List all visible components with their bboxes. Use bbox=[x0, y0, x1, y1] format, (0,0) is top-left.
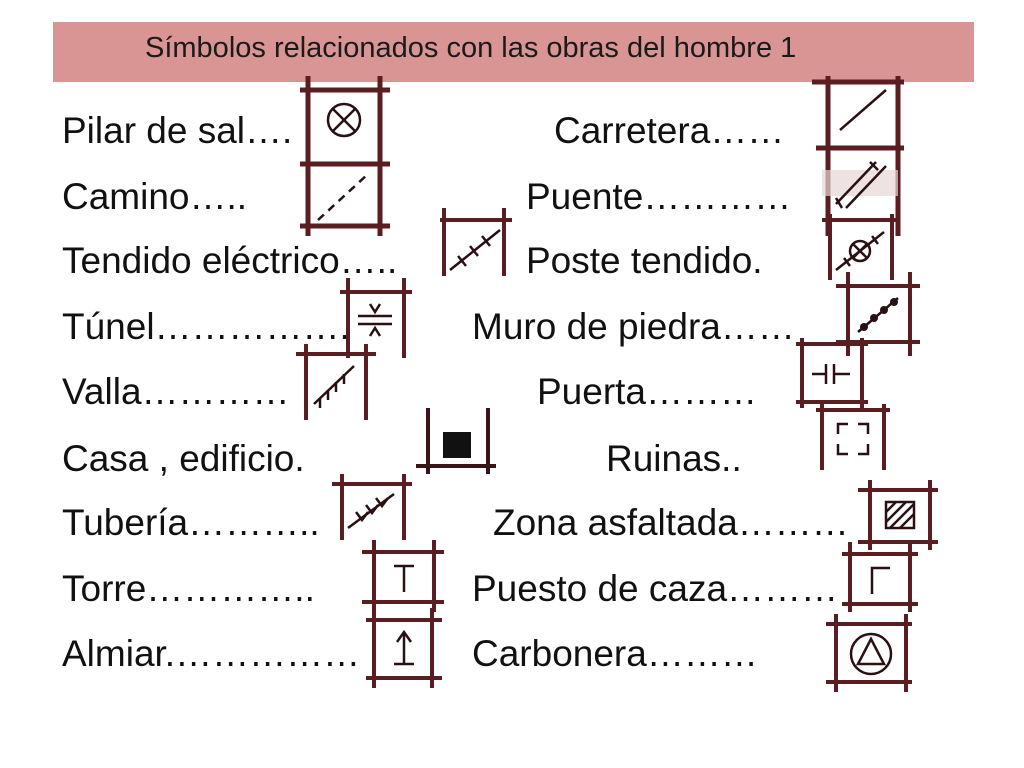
paved-area-icon bbox=[858, 480, 938, 550]
power-line-icon bbox=[440, 208, 512, 276]
hunting-post-icon bbox=[842, 542, 918, 612]
label-path: Camino….. bbox=[62, 176, 248, 217]
label-power-pole: Poste tendido. bbox=[526, 240, 763, 281]
fence-icon bbox=[296, 344, 376, 420]
haystack-icon bbox=[366, 608, 442, 688]
house-building-icon bbox=[416, 408, 496, 474]
label-fence: Valla………… bbox=[62, 371, 290, 412]
label-tunnel: Túnel……………. bbox=[62, 306, 350, 347]
label-charcoal-kiln: Carbonera……… bbox=[472, 633, 758, 674]
label-paved-area: Zona asfaltada……… bbox=[493, 502, 849, 543]
slide-title: Símbolos relacionados con las obras del … bbox=[145, 32, 797, 64]
label-haystack: Almiar.…………… bbox=[62, 633, 361, 674]
bridge-icon bbox=[822, 152, 898, 214]
gate-icon bbox=[796, 338, 868, 408]
label-ruins: Ruinas.. bbox=[606, 438, 742, 479]
path-icon bbox=[312, 170, 372, 226]
label-salt-pillar: Pilar de sal…. bbox=[62, 110, 293, 151]
label-bridge: Puente………… bbox=[526, 176, 792, 217]
power-pole-icon bbox=[822, 214, 898, 280]
label-house-building: Casa , edificio. bbox=[62, 438, 305, 479]
label-hunting-post: Puesto de caza……… bbox=[472, 568, 839, 609]
label-road: Carretera…… bbox=[554, 110, 785, 151]
label-power-line: Tendido eléctrico….. bbox=[62, 240, 398, 281]
pipeline-icon bbox=[332, 474, 412, 540]
label-pipeline: Tubería……….. bbox=[62, 502, 320, 543]
label-stone-wall: Muro de piedra…… bbox=[472, 306, 795, 347]
salt-pillar-icon bbox=[300, 76, 390, 236]
label-tower: Torre………….. bbox=[62, 568, 315, 609]
tunnel-icon bbox=[340, 278, 412, 358]
label-gate: Puerta……… bbox=[537, 371, 758, 412]
stone-wall-icon bbox=[836, 272, 920, 356]
charcoal-kiln-icon bbox=[826, 614, 912, 692]
ruins-icon bbox=[816, 404, 890, 470]
title-bar: Símbolos relacionados con las obras del … bbox=[53, 22, 974, 82]
tower-icon bbox=[362, 540, 444, 612]
road-icon bbox=[812, 76, 904, 236]
